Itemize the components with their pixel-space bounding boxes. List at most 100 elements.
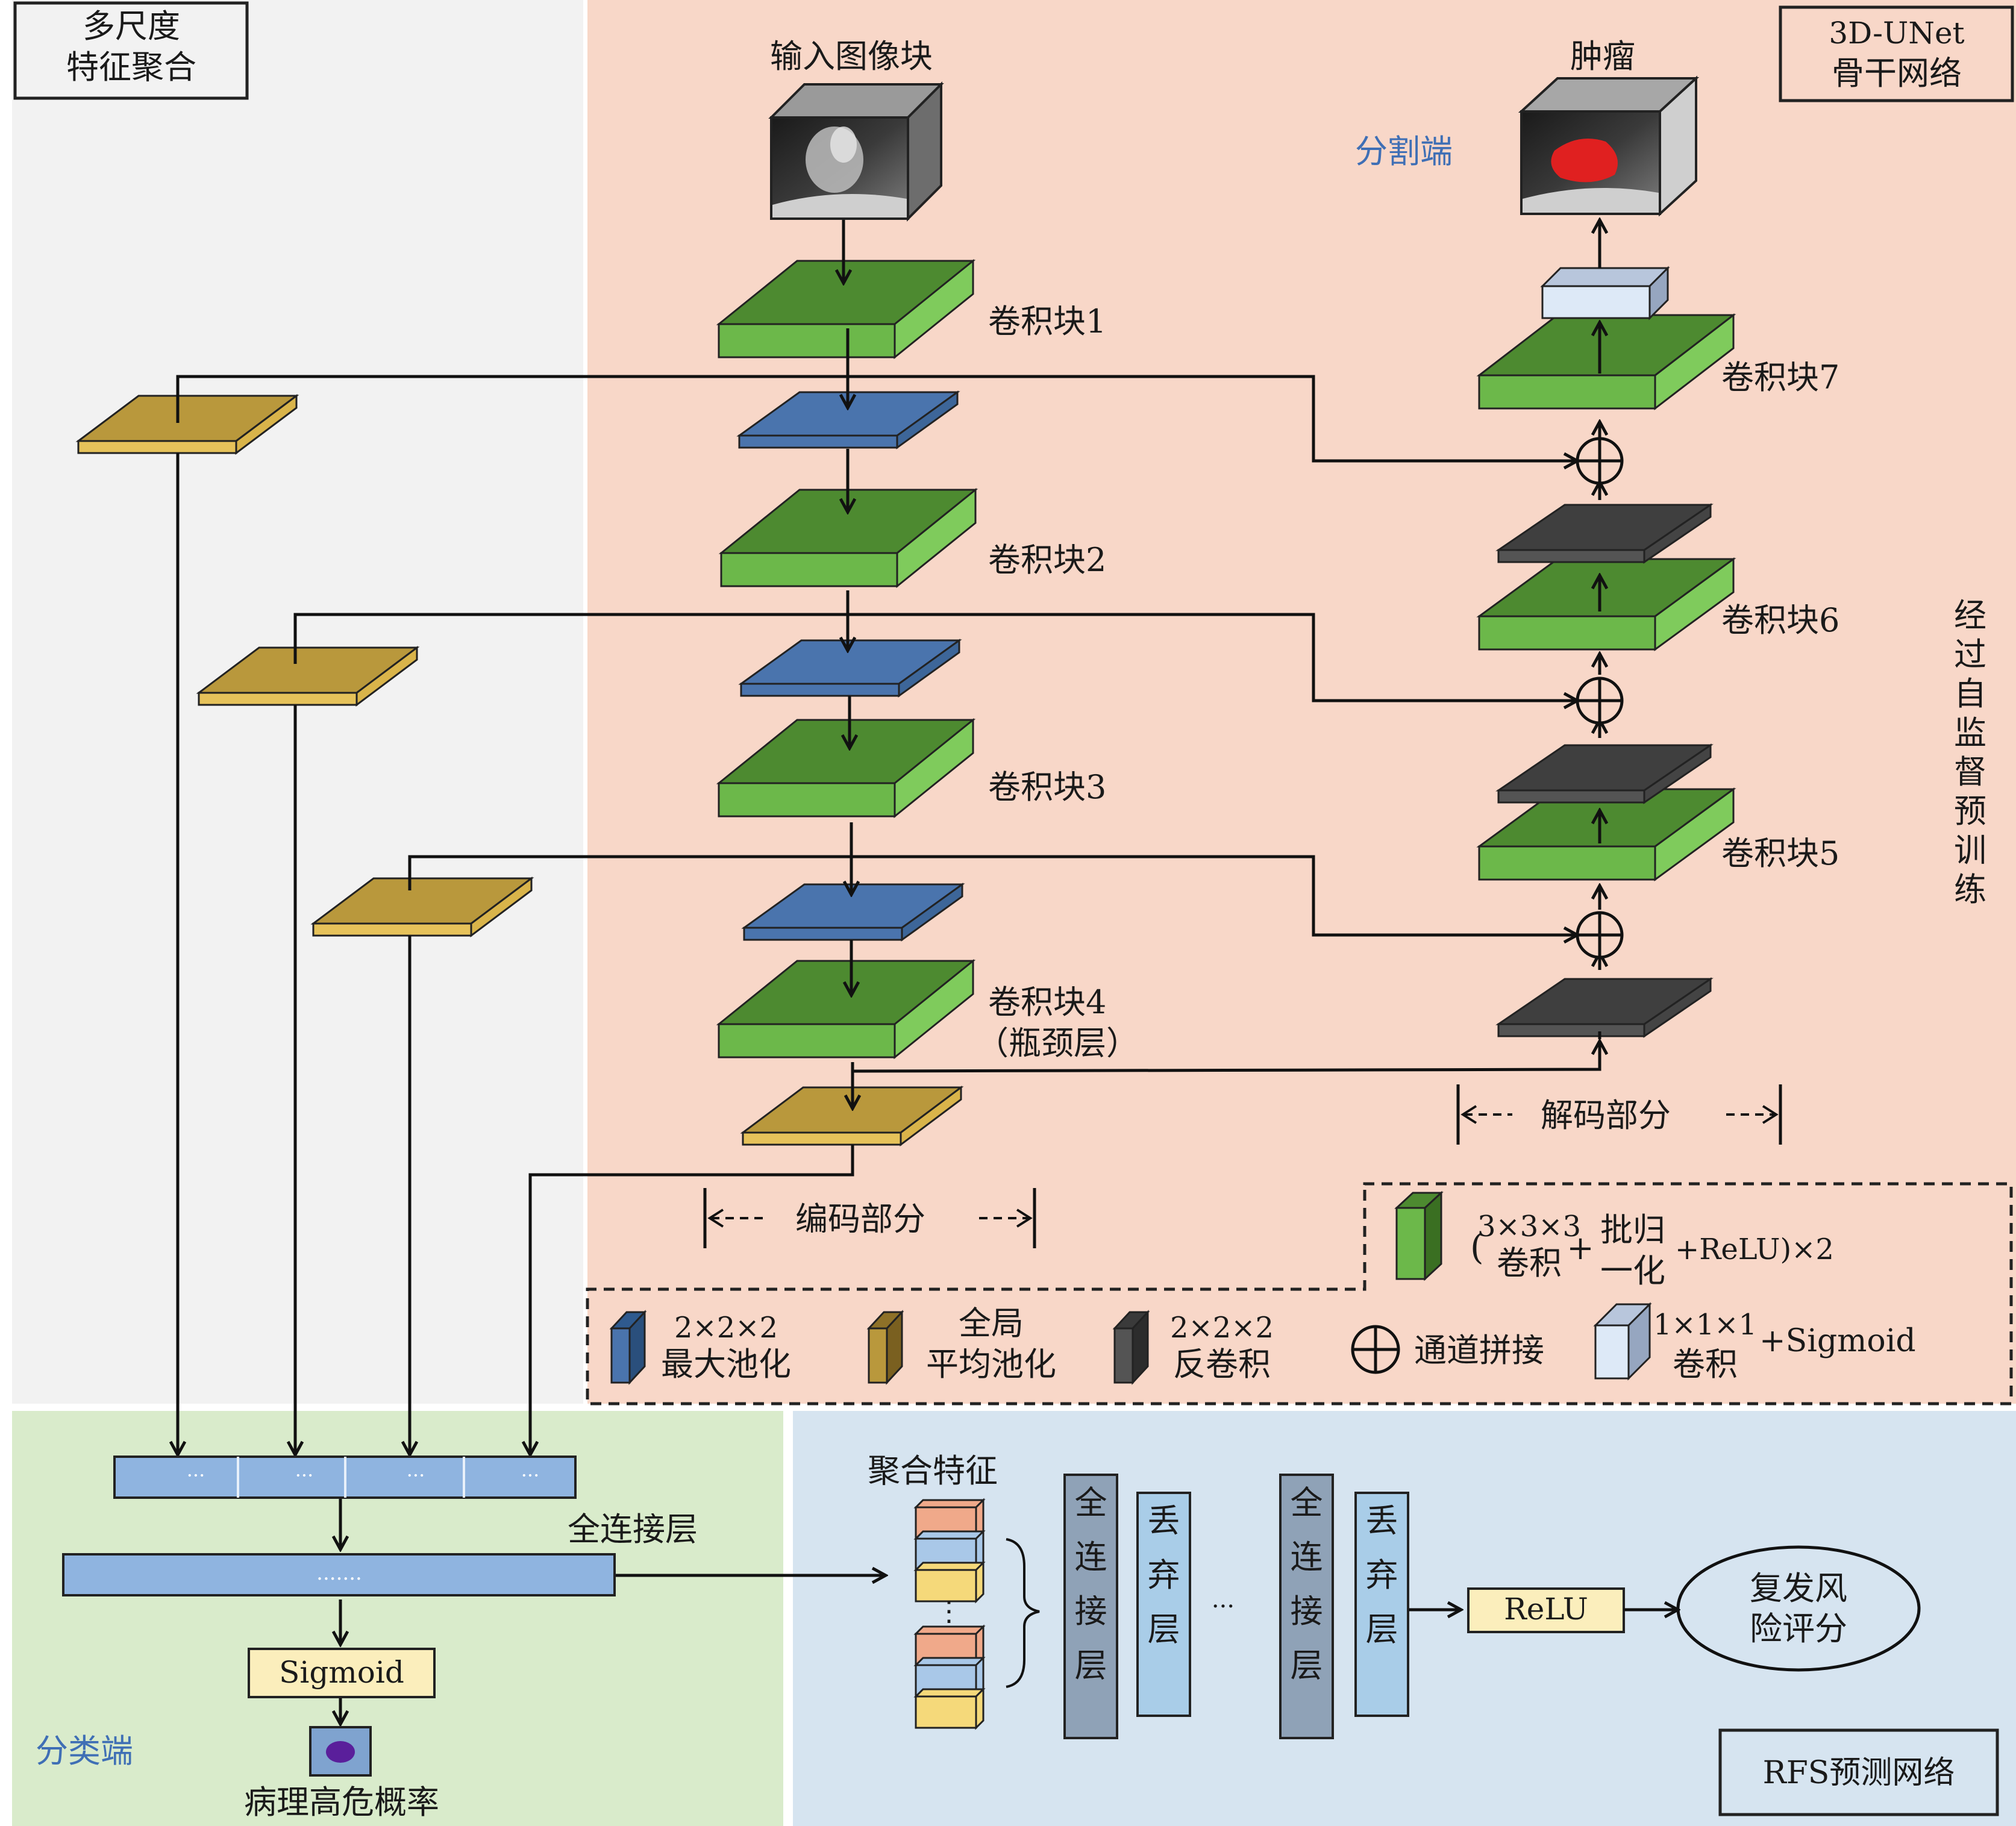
legend: ( 3×3×3 卷积 + 批归 一化 +ReLU)×2 2×2×2 最大池化 全… [586,1182,2013,1405]
conv-block-4 [716,958,976,1060]
fc-seg-dots-3: ··· [407,1464,425,1487]
legend-conv-a: 3×3×3 [1477,1210,1581,1243]
tumor-output-cube [1518,75,1700,217]
title-multiscale-line1: 多尺度 [83,7,180,45]
legend-concat-icon [1351,1325,1400,1374]
title-box-rfs [1718,1728,1999,1816]
risk-label-line2: 险评分 [1750,1610,1847,1648]
rfs-fc-column-1-char: 连 [1075,1538,1107,1576]
conv6-label: 卷积块6 [1721,601,1839,639]
rfs-fc-column-1-char: 接 [1075,1592,1107,1630]
skip-connections [176,375,1577,935]
conv4-label: 卷积块4 [988,983,1106,1021]
pretrain-char: 自 [1954,675,1986,713]
legend-paren: ( [1470,1227,1484,1268]
legend-deconv-a: 2×2×2 [1170,1311,1274,1345]
blocks-layer [75,258,1736,1146]
legend-conv1-b: 卷积 [1673,1345,1738,1383]
deconv-1 [1495,977,1714,1038]
legend-conv1x1-icon [1593,1302,1652,1381]
conv3-label: 卷积块3 [988,768,1106,806]
deconv-2 [1495,743,1714,804]
rfs-dropout-column-2: 丢弃层 [1354,1492,1409,1717]
encoder-label: 编码部分 [795,1200,925,1238]
feature-stack-1 [913,1498,986,1604]
gap-to-fc-arrows [178,453,886,1724]
legend-maxpool-icon [609,1310,647,1385]
rfs-ellipsis: ··· [1212,1593,1235,1621]
rfs-fc-column-2-char: 接 [1291,1592,1323,1630]
conv2-label: 卷积块2 [988,541,1106,579]
deconv-3 [1495,503,1714,564]
legend-deconv-b: 反卷积 [1173,1345,1271,1383]
legend-conv-b: 卷积 [1497,1244,1562,1282]
pretrain-char: 预 [1954,792,1986,830]
sigmoid-box [248,1648,436,1698]
maxpool-2 [738,639,962,698]
rfs-dropout-column-2-char: 层 [1366,1610,1398,1648]
input-label: 输入图像块 [770,37,933,75]
legend-conv-icon [1394,1190,1444,1281]
pretrain-char: 督 [1954,753,1986,791]
maxpool-3 [741,883,965,942]
input-image-cube [768,81,944,222]
concat-node-3 [1576,911,1624,959]
conv-block-7 [1476,313,1736,411]
panel-backbone [587,0,2016,1404]
conv7-label: 卷积块7 [1721,358,1839,396]
legend-maxpool-a: 2×2×2 [674,1311,778,1345]
conv-1x1x1-block [1540,266,1670,320]
sigmoid-label: Sigmoid [279,1655,404,1690]
fc-seg-dots-2: ··· [295,1464,314,1487]
rfs-dropout-column-2-char: 弃 [1366,1556,1398,1594]
gap-3 [310,877,534,937]
encoder-flow [844,220,853,1108]
title-box-backbone [1779,5,2014,102]
concat-node-2 [1576,677,1624,725]
fc-layer-label: 全连接层 [568,1510,698,1548]
rfs-dropout-column-1: 丢弃层 [1136,1492,1191,1717]
rfs-fc-column-2: 全连接层 [1279,1474,1334,1739]
pretrain-char: 监 [1954,714,1986,752]
seg-end-label: 分割端 [1355,133,1453,170]
fc-seg-dots-4: ··· [521,1464,540,1487]
legend-conv-e: +ReLU)×2 [1675,1233,1834,1266]
legend-maxpool-b: 最大池化 [661,1345,791,1383]
decoder-range: 解码部分 [1456,1084,1782,1145]
legend-sigmoid-tag: +Sigmoid [1759,1323,1916,1359]
tumor-label: 肿瘤 [1570,37,1635,75]
gap-2 [196,646,420,707]
conv-block-2 [718,487,978,589]
title-backbone-line1: 3D-UNet [1829,16,1964,51]
rfs-fc-column-1-char: 全 [1075,1484,1107,1522]
decoder-label: 解码部分 [1541,1096,1671,1134]
legend-gap-icon [866,1310,904,1385]
cls-end-label: 分类端 [36,1732,133,1770]
conv-block-3 [716,718,976,819]
pretrain-char: 练 [1954,871,1986,908]
rfs-fc-column-2-char: 连 [1291,1538,1323,1576]
rfs-dropout-column-1-char: 层 [1148,1610,1180,1648]
conv-block-1 [716,258,976,360]
title-rfs: RFS预测网络 [1763,1755,1955,1791]
legend-conv-d: 一化 [1600,1252,1665,1290]
fc-layer-bar: ....... [62,1553,616,1596]
pretrain-char: 经 [1954,596,1986,634]
rfs-fc-column-1: 全连接层 [1063,1474,1118,1739]
pretrain-char: 训 [1954,831,1986,869]
risk-ellipse [1676,1545,1921,1672]
probability-label: 病理高危概率 [244,1783,439,1821]
rfs-fc-column-2-char: 层 [1291,1646,1323,1684]
legend-gap-b: 平均池化 [926,1345,1056,1383]
legend-deconv-icon [1112,1310,1150,1385]
gap-1 [75,394,299,455]
agg-brace [1006,1538,1040,1688]
legend-plus: + [1567,1229,1594,1267]
legend-conv1-a: 1×1×1 [1653,1308,1757,1342]
feature-stack-2 [913,1624,986,1730]
conv5-label: 卷积块5 [1721,834,1839,872]
title-multiscale-line2: 特征聚合 [66,48,196,86]
